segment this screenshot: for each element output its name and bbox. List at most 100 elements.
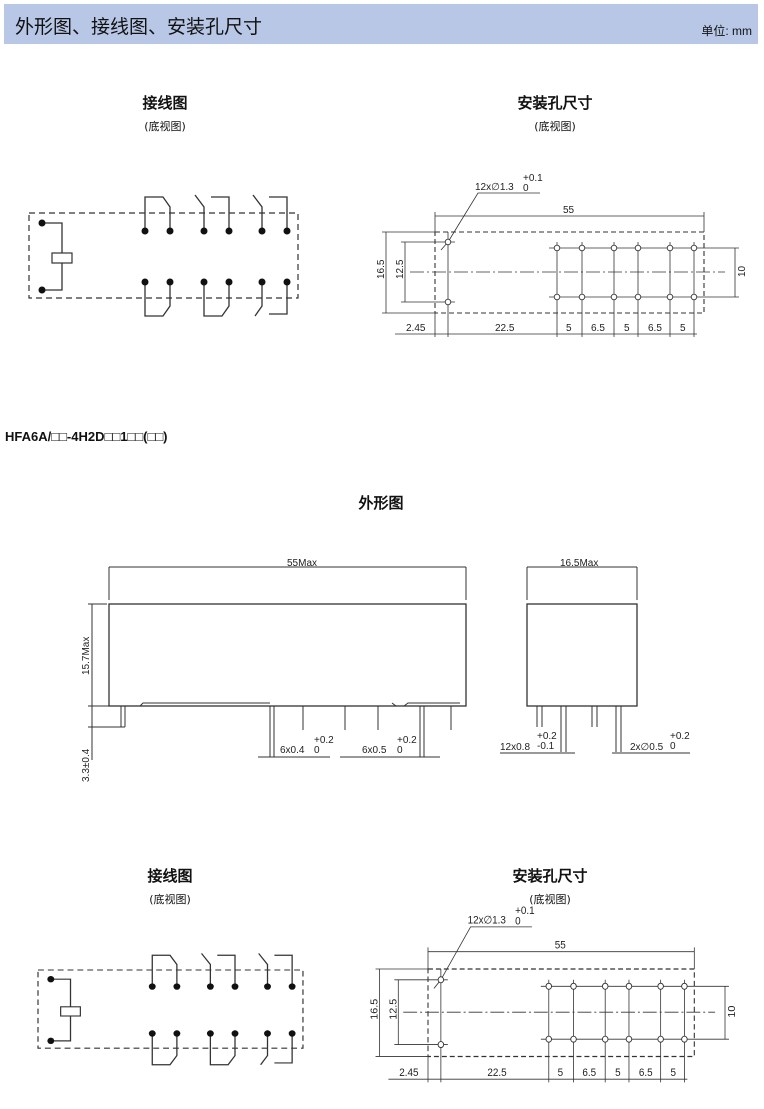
relay-outline-dashed bbox=[28, 212, 299, 299]
mounting-hole bbox=[578, 293, 586, 301]
holes-subtitle-1: (底视图) bbox=[534, 120, 576, 133]
coil-pin bbox=[38, 286, 46, 294]
bottom-dim-label: 22.5 bbox=[495, 323, 515, 334]
contact-pin bbox=[264, 1030, 271, 1037]
contact-pin bbox=[173, 983, 181, 990]
side-width-label: 16.5Max bbox=[560, 558, 598, 569]
contact-pin bbox=[231, 983, 239, 990]
outline-length-label: 55Max bbox=[287, 558, 317, 569]
hole-callout-label: 12x∅1.3 bbox=[475, 182, 514, 193]
mounting-hole bbox=[657, 1035, 664, 1043]
contact-pin bbox=[166, 278, 174, 286]
mounting-hole bbox=[610, 293, 618, 301]
dimension-lines bbox=[375, 926, 729, 1083]
mounting-hole bbox=[690, 244, 698, 252]
wiring-diagram-2 bbox=[37, 953, 304, 1066]
contact-pin bbox=[231, 1030, 239, 1037]
holes-title-1: 安装孔尺寸 bbox=[517, 94, 593, 112]
holes-title-2: 安装孔尺寸 bbox=[512, 867, 588, 885]
mounting-hole bbox=[437, 976, 445, 984]
mounting-hole bbox=[578, 244, 586, 252]
contact-pin bbox=[141, 227, 149, 235]
outline-front-view: 55Max 15.7Max 3.3±0.4 6x0.4 +0.2 0 6x0.5… bbox=[81, 558, 467, 782]
bottom-dim-label: 5 bbox=[624, 323, 630, 334]
hole-callout-tol-upper: +0.1 bbox=[523, 173, 543, 184]
pins-d-tol-lower: 0 bbox=[670, 741, 676, 752]
pins-a-tol-upper: +0.2 bbox=[314, 735, 334, 746]
outline-height-label: 15.7Max bbox=[81, 637, 92, 675]
mounting-hole bbox=[545, 982, 552, 990]
hole-callout-tol-lower: 0 bbox=[515, 916, 521, 927]
contact-pin bbox=[258, 227, 266, 235]
contact-pin bbox=[148, 983, 156, 990]
row-pitch-dim-label: 10 bbox=[737, 265, 748, 277]
contact-pin bbox=[200, 227, 208, 235]
mounting-hole bbox=[690, 293, 698, 301]
mounting-hole bbox=[601, 982, 609, 990]
model-number: HFA6A/□□-4H2D□□1□□(□□) bbox=[5, 429, 168, 444]
bottom-dim-label: 6.5 bbox=[591, 323, 605, 334]
bottom-dim-label: 5 bbox=[680, 323, 686, 334]
contact-pin bbox=[173, 1030, 181, 1037]
bottom-dim-label: 5 bbox=[558, 1068, 564, 1079]
dimension-lines bbox=[382, 192, 739, 337]
bottom-dim-label: 6.5 bbox=[582, 1068, 596, 1079]
wiring-diagram-1 bbox=[28, 194, 299, 317]
mounting-hole bbox=[553, 293, 561, 301]
relay-footprint-dashed bbox=[434, 231, 705, 314]
contact-pin bbox=[288, 1030, 296, 1037]
mounting-hole bbox=[610, 244, 618, 252]
length-dim-label: 55 bbox=[555, 940, 566, 951]
pins-a-label: 6x0.4 bbox=[280, 745, 305, 756]
pins-b-label: 6x0.5 bbox=[362, 745, 387, 756]
contact-pin bbox=[200, 278, 208, 286]
mounting-hole bbox=[666, 244, 674, 252]
pins-a-tol-lower: 0 bbox=[314, 745, 320, 756]
pins-c-tol-lower: -0.1 bbox=[537, 741, 555, 752]
mounting-hole bbox=[666, 293, 674, 301]
unit-label: 单位: mm bbox=[701, 24, 752, 38]
contact-pin bbox=[283, 227, 291, 235]
outer-height-dim-label: 16.5 bbox=[376, 259, 387, 279]
mounting-hole bbox=[625, 982, 633, 990]
bottom-dim-label: 2.45 bbox=[399, 1068, 418, 1079]
pins-c-label: 12x0.8 bbox=[500, 742, 530, 753]
bottom-dim-label: 6.5 bbox=[639, 1068, 653, 1079]
bottom-dim-label: 5 bbox=[671, 1068, 677, 1079]
mounting-hole bbox=[601, 1035, 609, 1043]
mounting-hole bbox=[634, 244, 642, 252]
contact-switches bbox=[144, 194, 288, 317]
length-dim-label: 55 bbox=[563, 205, 575, 216]
pins-b-tol-lower: 0 bbox=[397, 745, 403, 756]
wiring-title-2: 接线图 bbox=[147, 867, 193, 885]
contact-pin bbox=[141, 278, 149, 286]
outline-side-view: 16.5Max 12x0.8 +0.2 -0.1 2x∅0.5 +0.2 0 bbox=[500, 558, 690, 754]
coil-pin bbox=[47, 975, 55, 983]
mounting-hole bbox=[657, 982, 664, 990]
holes-subtitle-2: (底视图) bbox=[529, 893, 571, 906]
mounting-hole bbox=[545, 1035, 552, 1043]
wiring-subtitle-1: (底视图) bbox=[144, 120, 186, 133]
contact-switches bbox=[151, 953, 293, 1066]
pins-d-label: 2x∅0.5 bbox=[630, 742, 664, 753]
pins-d-tol-upper: +0.2 bbox=[670, 731, 690, 742]
coil-wire bbox=[42, 222, 63, 291]
contact-pin bbox=[258, 278, 266, 286]
mounting-hole bbox=[553, 244, 561, 252]
pins-b-tol-upper: +0.2 bbox=[397, 735, 417, 746]
relay-footprint-dashed bbox=[427, 968, 695, 1058]
contact-pin bbox=[166, 227, 174, 235]
mounting-hole bbox=[570, 1035, 577, 1043]
bottom-dim-label: 5 bbox=[566, 323, 572, 334]
bottom-dim-label: 6.5 bbox=[648, 323, 662, 334]
relay-outline-dashed bbox=[37, 969, 304, 1049]
coil-wire bbox=[50, 978, 72, 1042]
coil-symbol bbox=[51, 252, 73, 264]
coil-pin bbox=[38, 219, 46, 227]
row-pitch-dim-label: 10 bbox=[727, 1005, 738, 1017]
pin-length-label: 3.3±0.4 bbox=[81, 748, 92, 782]
hole-callout-tol-lower: 0 bbox=[523, 183, 529, 194]
mounting-hole bbox=[444, 238, 452, 246]
